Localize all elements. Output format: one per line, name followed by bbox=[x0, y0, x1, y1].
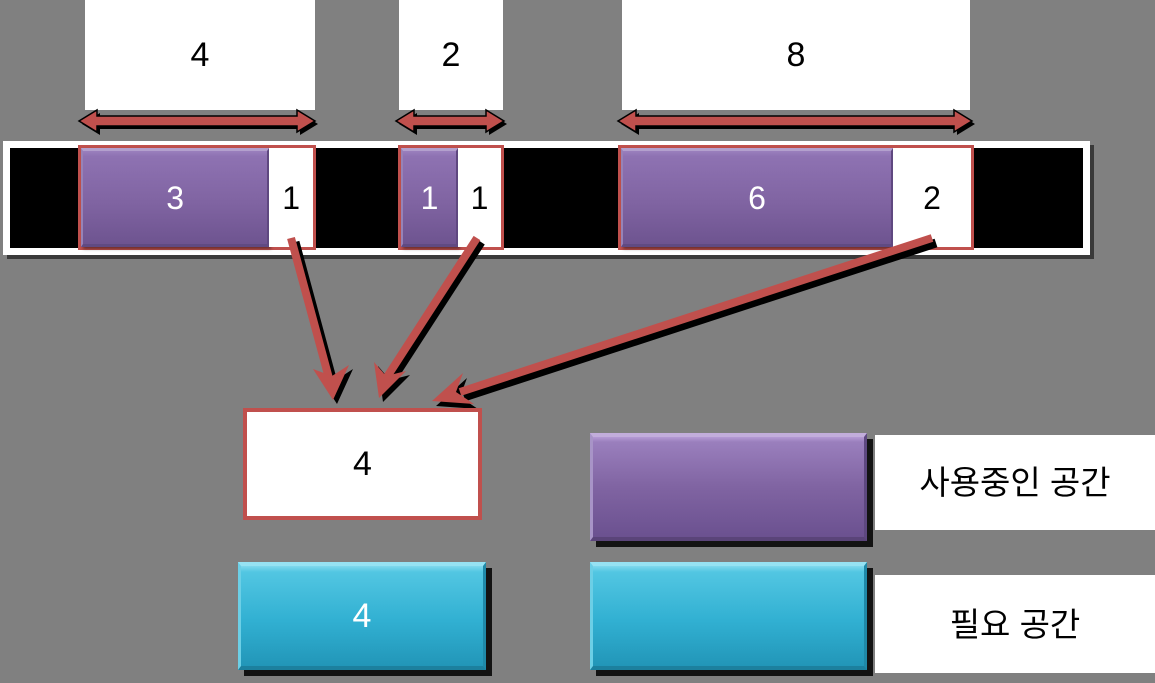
memory-block-group-2[interactable]: 1 1 bbox=[398, 145, 504, 250]
legend-label-used-space: 사용중인 공간 bbox=[875, 435, 1155, 530]
connector-arrow-3 bbox=[432, 234, 938, 409]
connector-arrow-1 bbox=[287, 236, 353, 404]
used-space-block-3[interactable]: 6 bbox=[621, 148, 893, 247]
legend-swatch-used-space bbox=[590, 433, 867, 541]
needed-space-request-block[interactable]: 4 bbox=[238, 562, 486, 670]
legend-label-needed-space: 필요 공간 bbox=[875, 575, 1155, 673]
used-space-block-2[interactable]: 1 bbox=[401, 148, 458, 247]
measure-label-group-2: 2 bbox=[399, 0, 503, 110]
total-free-result-box: 4 bbox=[243, 408, 482, 520]
used-space-block-1[interactable]: 3 bbox=[81, 148, 270, 247]
free-space-block-3[interactable]: 2 bbox=[893, 148, 971, 247]
legend-swatch-needed-space bbox=[590, 562, 867, 670]
dimension-arrow-group-3 bbox=[614, 108, 982, 138]
memory-block-group-3[interactable]: 6 2 bbox=[618, 145, 974, 250]
measure-label-group-1: 4 bbox=[85, 0, 315, 110]
memory-block-group-1[interactable]: 3 1 bbox=[78, 145, 316, 250]
dimension-arrow-group-2 bbox=[392, 108, 514, 138]
measure-label-group-3: 8 bbox=[622, 0, 970, 110]
connector-arrow-2 bbox=[374, 235, 485, 402]
dimension-arrow-group-1 bbox=[75, 108, 325, 138]
free-space-block-1[interactable]: 1 bbox=[269, 148, 313, 247]
free-space-block-2[interactable]: 1 bbox=[458, 148, 501, 247]
